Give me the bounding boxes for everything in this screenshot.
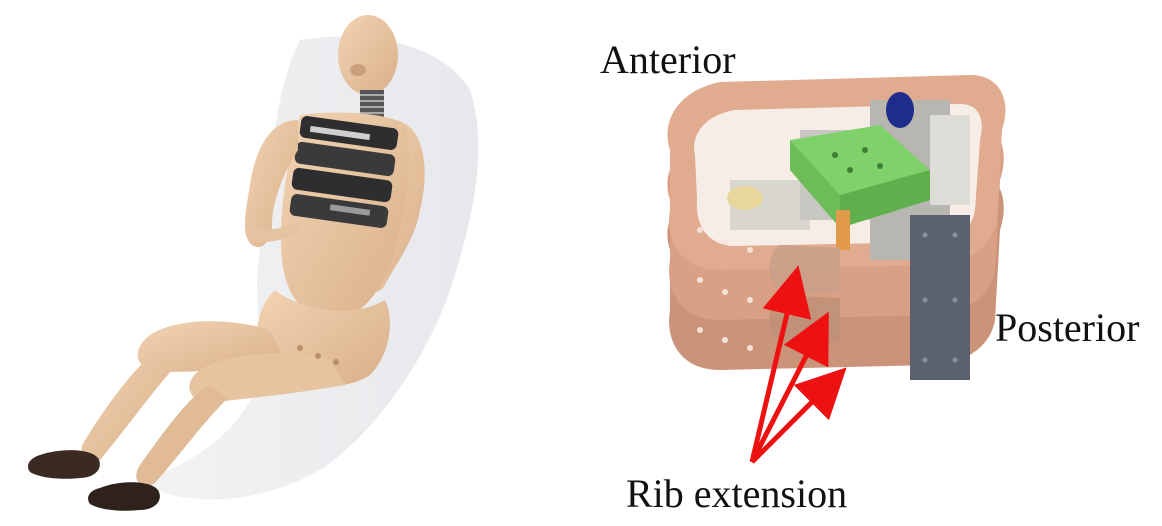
dummy-left-foot [28, 450, 100, 479]
dummy-head [338, 15, 398, 95]
dummy-illustration [0, 0, 560, 526]
label-posterior: Posterior [995, 308, 1139, 348]
spine-plate [910, 215, 970, 380]
rib-assembly-illustration [640, 70, 1040, 400]
dummy-right-foot [88, 482, 160, 511]
label-rib-extension: Rib extension [626, 474, 847, 514]
label-anterior: Anterior [600, 40, 736, 80]
